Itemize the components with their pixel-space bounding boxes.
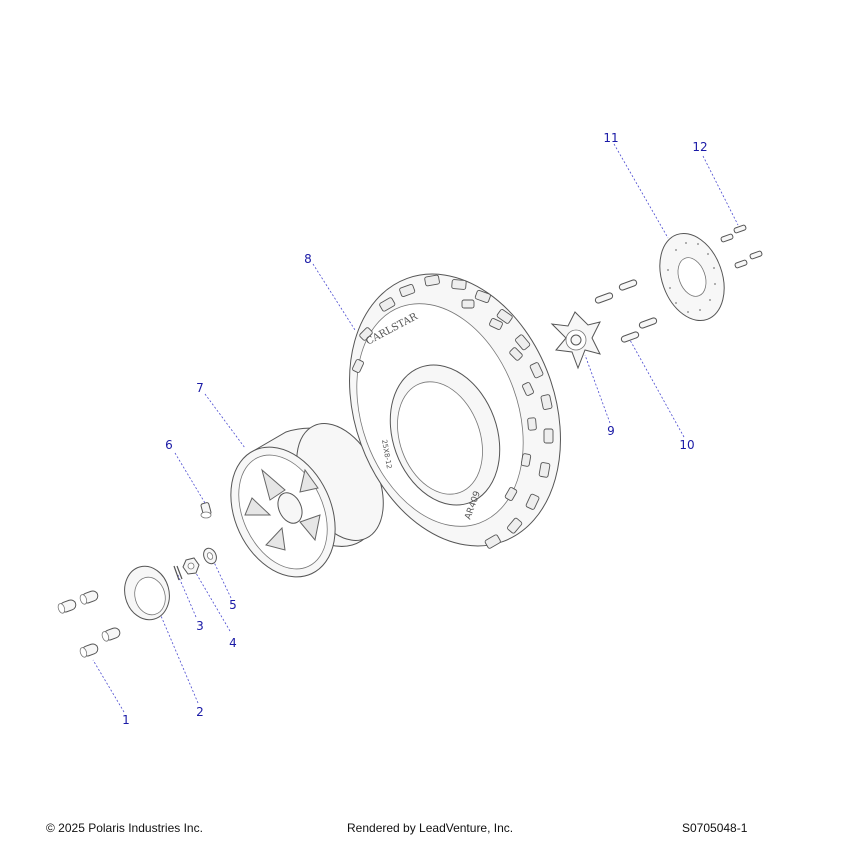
callout-2[interactable]: 2 (196, 705, 204, 719)
callout-6[interactable]: 6 (165, 438, 173, 452)
diagram-id-text: S0705048-1 (682, 821, 748, 835)
callout-4[interactable]: 4 (229, 636, 237, 650)
leader-lines (92, 143, 739, 713)
callout-7[interactable]: 7 (196, 381, 204, 395)
wheel-rim-part-7 (230, 423, 384, 578)
tire-part-8: CARLSTAR AR409 25X8-12 (349, 273, 561, 549)
lug-nut-part-1 (57, 590, 121, 658)
wheel-stud-part-10 (594, 279, 658, 343)
callout-3[interactable]: 3 (196, 619, 204, 633)
callout-12[interactable]: 12 (692, 140, 708, 154)
screw-part-12 (720, 224, 763, 269)
callout-5[interactable]: 5 (229, 598, 237, 612)
brake-disc-part-11 (659, 232, 725, 322)
callout-8[interactable]: 8 (304, 252, 312, 266)
callout-1[interactable]: 1 (122, 713, 130, 727)
valve-stem-part-6 (200, 502, 212, 519)
hub-part-9 (550, 311, 601, 370)
callout-9[interactable]: 9 (607, 424, 615, 438)
center-cap-part-2 (124, 565, 170, 621)
copyright-text: © 2025 Polaris Industries Inc. (46, 821, 203, 835)
cotter-pin-part-3 (173, 565, 183, 581)
callout-10[interactable]: 10 (679, 438, 695, 452)
rendered-by-text: Rendered by LeadVenture, Inc. (347, 821, 514, 835)
callout-11[interactable]: 11 (603, 131, 619, 145)
washer-part-5 (203, 547, 217, 565)
castle-nut-part-4 (182, 557, 200, 575)
